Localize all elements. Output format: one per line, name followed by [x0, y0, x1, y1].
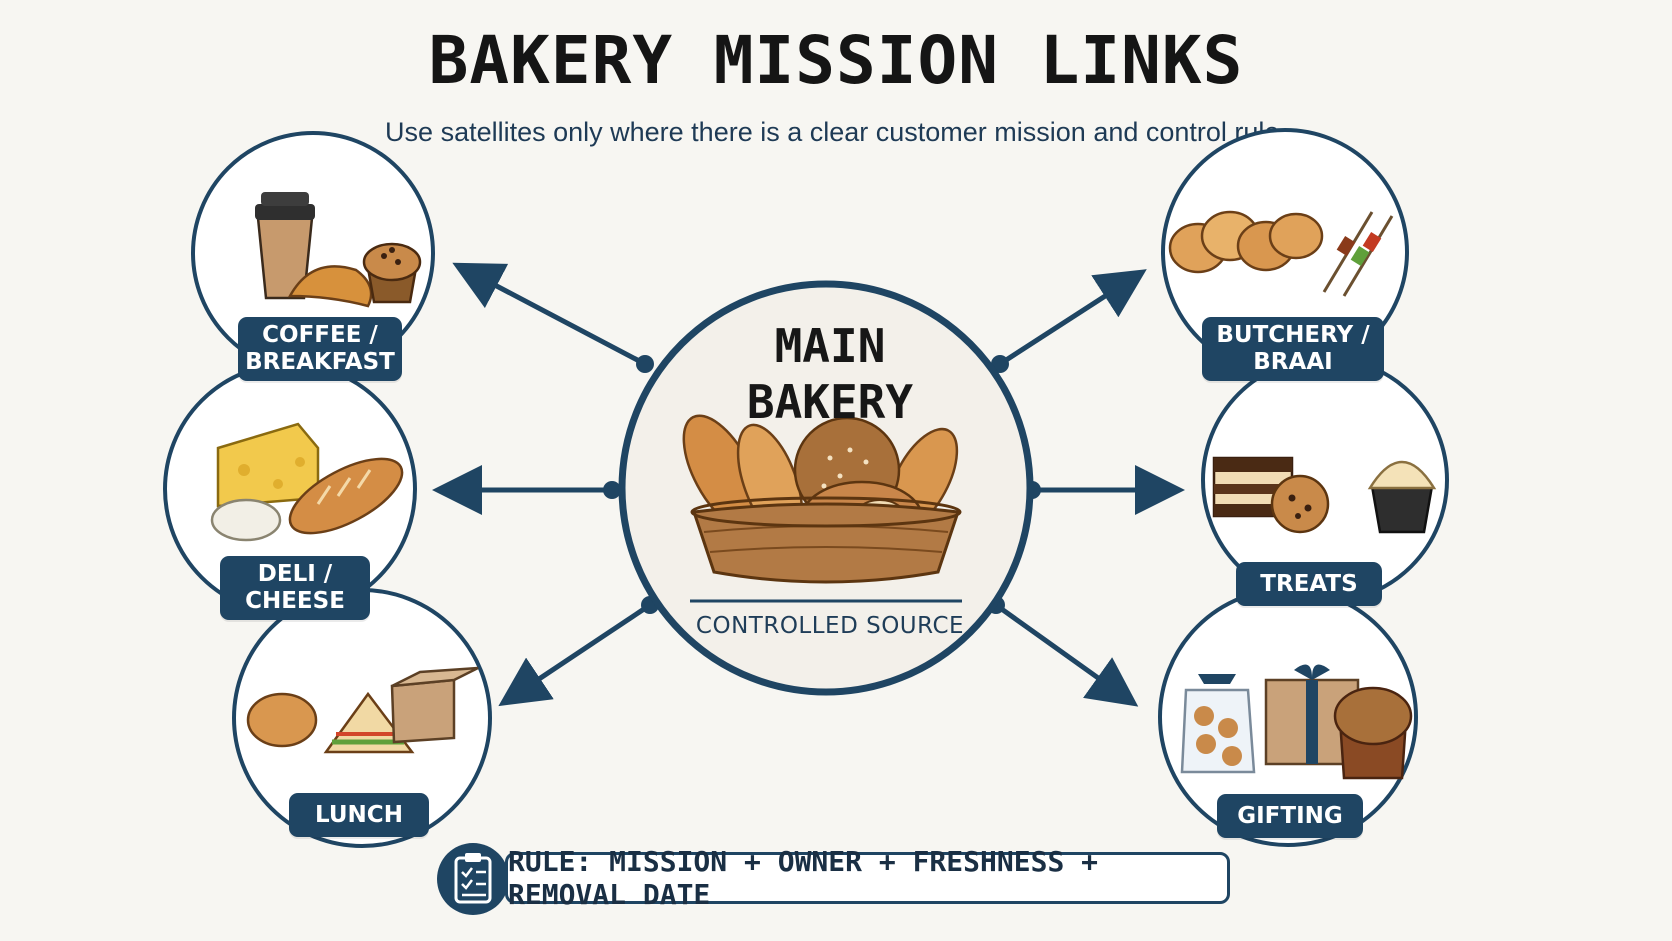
rule-banner: RULE: MISSION + OWNER + FRESHNESS + REMO… — [505, 845, 1230, 911]
clipboard-checklist-icon — [437, 843, 509, 915]
connector-lunch — [498, 596, 659, 707]
page-subtitle: Use satellites only where there is a cle… — [385, 117, 1287, 147]
main-bakery-caption: CONTROLLED SOURCE — [695, 613, 965, 639]
connector-coffee — [452, 262, 654, 373]
satellite-label-treats: TREATS — [1236, 562, 1382, 606]
satellite-label-coffee: COFFEE / BREAKFAST — [238, 317, 402, 381]
page-title: BAKERY MISSION LINKS — [428, 22, 1244, 99]
rule-text: RULE: MISSION + OWNER + FRESHNESS + REMO… — [508, 845, 1099, 911]
connector-treats — [1023, 465, 1185, 515]
connector-deli — [432, 465, 621, 515]
satellite-label-butchery: BUTCHERY / BRAAI — [1202, 317, 1384, 381]
cookie-bag-giftbox-panettone-icon — [1180, 664, 1413, 780]
satellite-label-deli: DELI / CHEESE — [220, 556, 370, 620]
coffee-croissant-muffin-icon — [255, 192, 422, 308]
cheese-baguette-icon — [210, 422, 404, 542]
bread-basket-icon — [682, 414, 962, 584]
satellite-label-lunch: LUNCH — [289, 793, 429, 837]
main-bakery-title: MAIN BAKERY — [746, 319, 914, 429]
rolls-kebab-icon — [1168, 210, 1394, 297]
satellite-label-gifting: GIFTING — [1217, 794, 1363, 838]
pie-sandwich-box-icon — [246, 666, 479, 754]
cake-cookie-cupcake-icon — [1212, 456, 1437, 534]
connector-gifting — [987, 596, 1139, 707]
